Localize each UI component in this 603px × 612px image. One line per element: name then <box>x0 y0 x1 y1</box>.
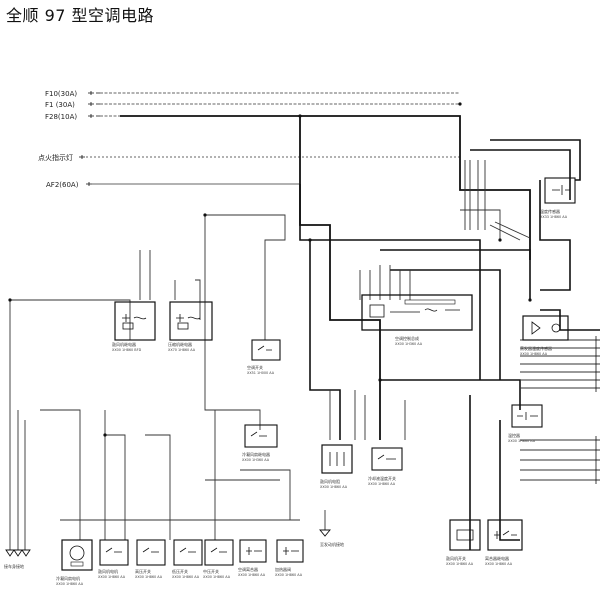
blower-switch-name: 鼓风机开关 <box>446 555 466 561</box>
evap-sensor-symbol <box>522 315 569 341</box>
temp-sensor-name: 温度传感器 <box>540 208 560 214</box>
ac-control-name: 空调控制总成 <box>395 335 419 341</box>
ac-clutch-code: XX00 1H860 AA <box>238 573 266 577</box>
blower-relay-name: 鼓风机继电器 <box>112 341 136 347</box>
ac-control-symbol <box>361 294 473 331</box>
fuse-f1-label: F1 (30A) <box>45 101 75 109</box>
ac-clutch-name: 空调离合器 <box>238 566 258 572</box>
fuse-f10-label: F10(30A) <box>45 90 77 98</box>
clutch-relay-name: 离合器继电器 <box>485 555 509 561</box>
ac-switch-symbol <box>251 339 281 361</box>
blower-resistor-symbol <box>321 444 353 474</box>
splice-dots <box>8 102 532 437</box>
heater-valve-symbol <box>276 539 304 563</box>
mid-press-switch-name: 中压开关 <box>203 568 219 574</box>
fuse-f28-label: F28(10A) <box>45 113 77 121</box>
evap-sensor-name: 蒸发器温度传感器 <box>520 345 552 351</box>
blower-motor-name: 鼓风机电机 <box>98 568 118 574</box>
blower-resistor-name: 鼓风机电阻 <box>320 478 340 484</box>
cond-fan-relay-name: 冷凝风扇继电器 <box>242 451 270 457</box>
ground-icons <box>5 529 331 557</box>
hi-press-switch-symbol <box>136 539 166 566</box>
ac-control-code: XX00 1H360 AA <box>395 342 423 346</box>
wiring <box>9 92 600 550</box>
ground-left-label: 接车身接地 <box>4 563 24 569</box>
lo-press-switch-symbol <box>173 539 203 566</box>
cond-fan-relay-symbol <box>244 424 278 448</box>
ac-clutch-symbol <box>239 539 267 563</box>
blower-relay-code: XX00 1H860 BFD <box>112 348 142 352</box>
blower-switch-symbol <box>449 519 481 551</box>
blower-resistor-code: XX00 1H860 AA <box>320 485 348 489</box>
lo-press-switch-code: XX00 1H860 AA <box>172 575 200 579</box>
hi-press-switch-name: 高压开关 <box>135 568 151 574</box>
blower-relay-symbol <box>114 301 156 341</box>
thermostat-code: XX00 1H860 AA <box>508 439 536 443</box>
heater-valve-code: XX00 1H860 AA <box>275 573 303 577</box>
coolant-switch-code: XX00 1H860 AA <box>368 482 396 486</box>
ground-middle-label: 至发动机接地 <box>320 541 344 547</box>
coolant-switch-symbol <box>371 447 403 471</box>
clutch-relay-symbol <box>487 519 523 551</box>
evap-sensor-code: XX00 1H860 AA <box>520 352 548 356</box>
blower-switch-code: XX00 1H860 AA <box>446 562 474 566</box>
compressor-relay-code: XX70 1H860 AA <box>168 348 196 352</box>
lo-press-switch-name: 低压开关 <box>172 568 188 574</box>
page-title: 全顺 97 型空调电路 <box>6 6 155 25</box>
temp-sensor-symbol <box>544 177 576 204</box>
coolant-switch-name: 冷却液温度开关 <box>368 475 396 481</box>
clutch-relay-code: XX00 1H860 AA <box>485 562 513 566</box>
fuse-connector-icons <box>79 91 100 186</box>
thermostat-name: 温控器 <box>508 432 520 438</box>
thermostat-symbol <box>511 404 543 428</box>
compressor-relay-name: 压缩机继电器 <box>168 341 192 347</box>
heater-valve-name: 加热器阀 <box>275 566 291 572</box>
mid-press-switch-symbol <box>204 539 234 566</box>
fan-motor-name: 冷凝风扇电机 <box>56 575 80 581</box>
cond-fan-relay-code: XX00 1H360 AA <box>242 458 270 462</box>
source-af2-label: AF2(60A) <box>46 181 79 189</box>
mid-press-switch-code: XX00 1H860 AA <box>203 575 231 579</box>
source-light-label: 点火指示灯 <box>38 153 73 162</box>
ac-switch-code: XX51 1H000 AA <box>247 371 275 375</box>
temp-sensor-code: XX33 1H860 AA <box>540 215 568 219</box>
fan-motor-symbol <box>61 539 93 571</box>
ac-switch-name: 空调开关 <box>247 364 263 370</box>
blower-motor-symbol <box>99 539 129 566</box>
blower-motor-code: XX00 1H860 AA <box>98 575 126 579</box>
hi-press-switch-code: XX00 1H860 AA <box>135 575 163 579</box>
fan-motor-code: XX00 1H860 AA <box>56 582 84 586</box>
compressor-relay-symbol <box>169 301 213 341</box>
